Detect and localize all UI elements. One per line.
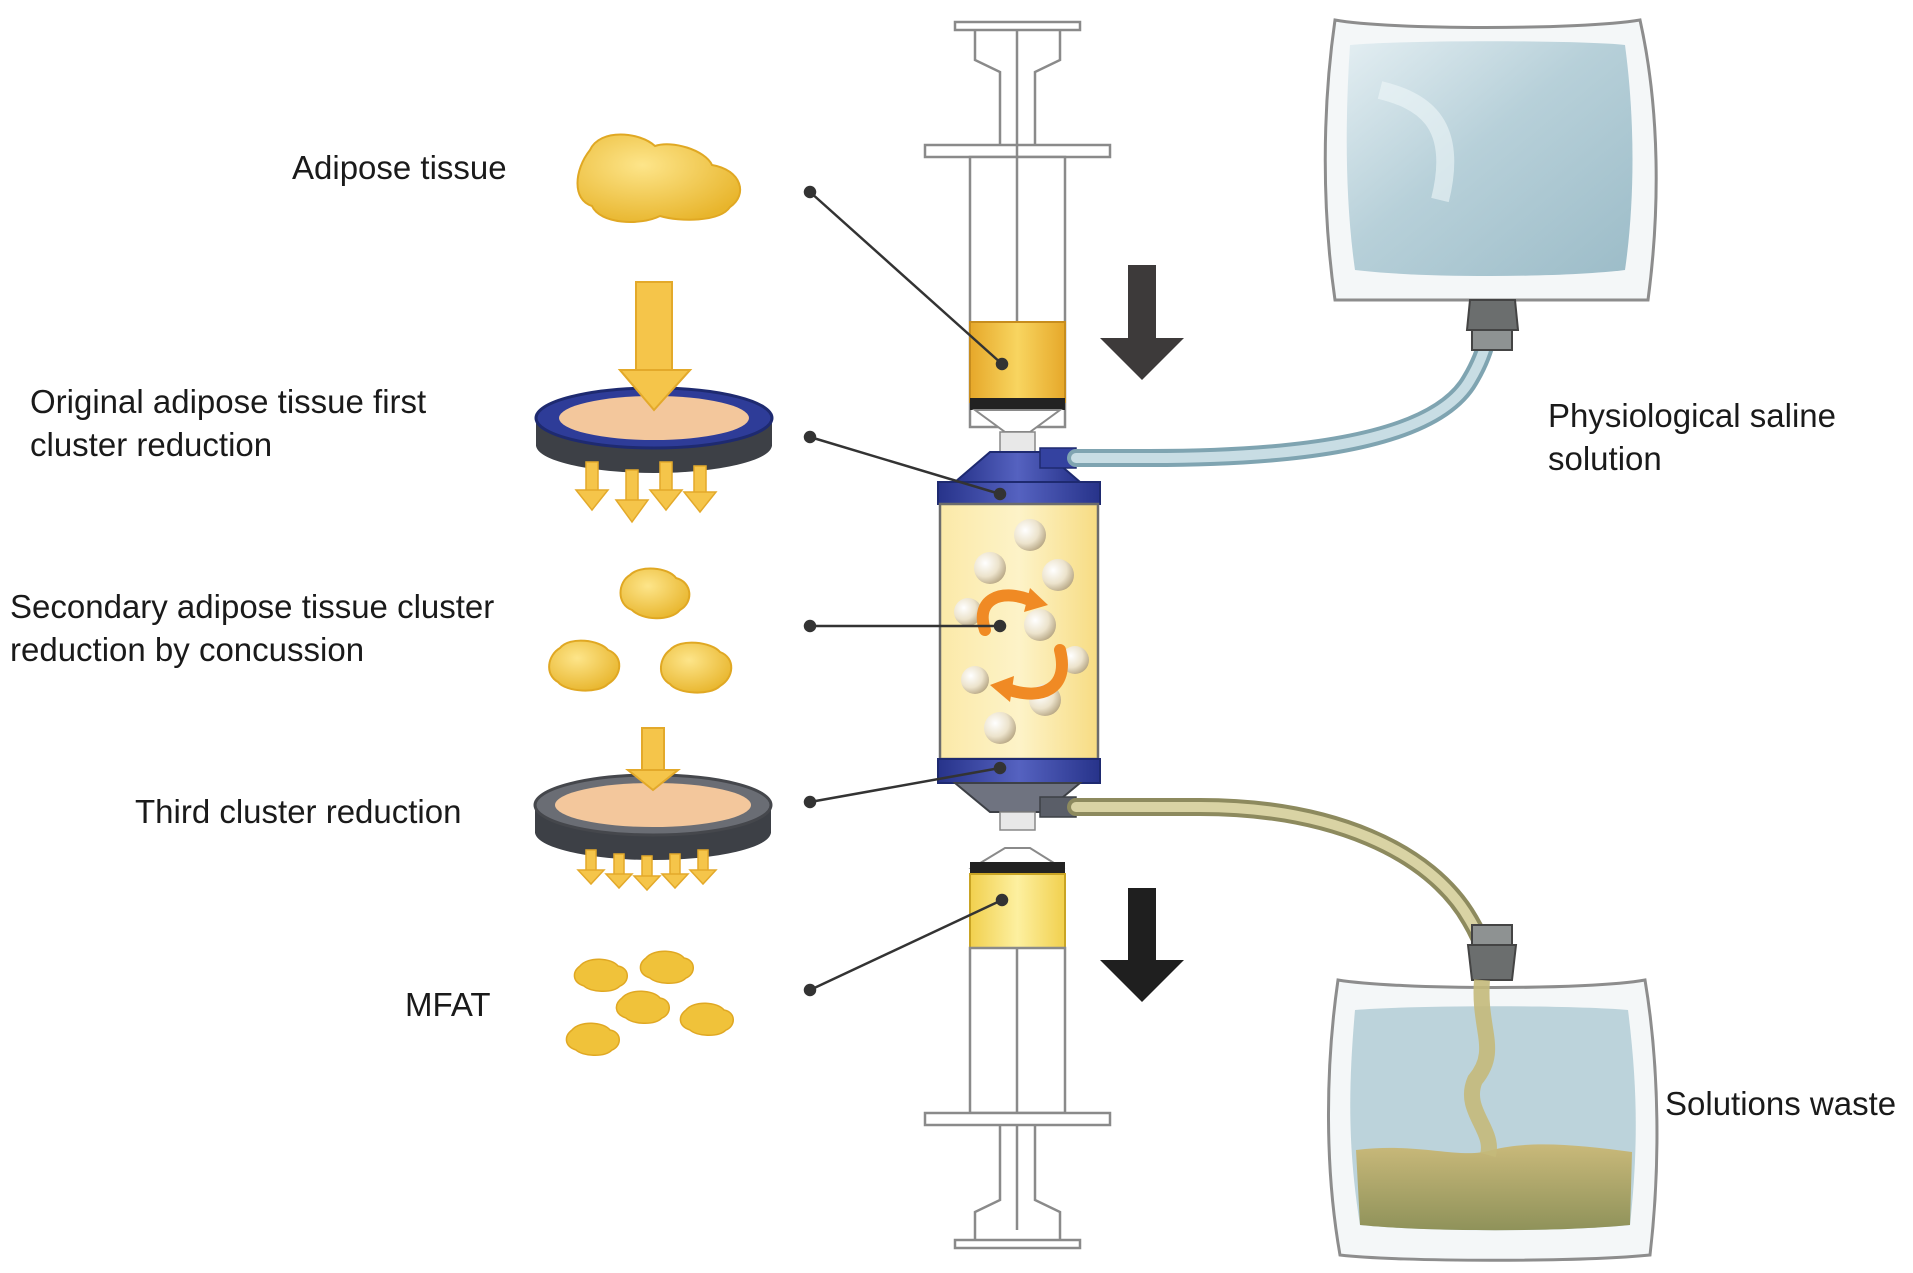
label-third-reduction: Third cluster reduction: [135, 793, 462, 830]
adipose-tissue-blob: [576, 133, 741, 223]
mixing-chamber: [938, 502, 1100, 761]
label-adipose-tissue: Adipose tissue: [292, 149, 507, 186]
top-down-arrow-icon: [1100, 265, 1184, 380]
label-secondary-reduction-line1: Secondary adipose tissue cluster: [10, 588, 495, 625]
label-secondary-reduction-line2: reduction by concussion: [10, 631, 365, 668]
label-secondary-reduction: Secondary adipose tissue cluster reducti…: [10, 585, 494, 671]
bottom-connector: [937, 758, 1101, 831]
label-saline-line2: solution: [1548, 440, 1662, 477]
secondary-blobs: [548, 567, 733, 694]
first-filter-group: [534, 281, 774, 524]
label-saline-line1: Physiological saline: [1548, 397, 1836, 434]
label-saline: Physiological saline solution: [1548, 394, 1836, 480]
mfat-blobs: [565, 950, 734, 1056]
filter-mesh: [559, 396, 749, 440]
bottom-fat-plug: [969, 873, 1066, 949]
saline-bag: [1323, 18, 1658, 351]
top-fat-plug: [969, 321, 1066, 403]
label-first-reduction: Original adipose tissue first cluster re…: [30, 380, 426, 466]
label-waste: Solutions waste: [1665, 1085, 1897, 1122]
top-connector: [937, 431, 1101, 505]
waste-bag: [1326, 924, 1659, 1262]
label-first-reduction-line1: Original adipose tissue first: [30, 383, 427, 420]
bottom-down-arrow-icon: [1100, 888, 1184, 1002]
circular-arrow-icon: [976, 589, 1068, 700]
down-arrow-icon: [635, 281, 673, 373]
label-first-reduction-line2: cluster reduction: [30, 426, 273, 463]
label-mfat: MFAT: [405, 986, 491, 1023]
third-filter-group: [533, 727, 773, 892]
beads: [954, 519, 1089, 744]
bottom-syringe: [923, 946, 1112, 1250]
leader-lines: [803, 185, 1009, 997]
